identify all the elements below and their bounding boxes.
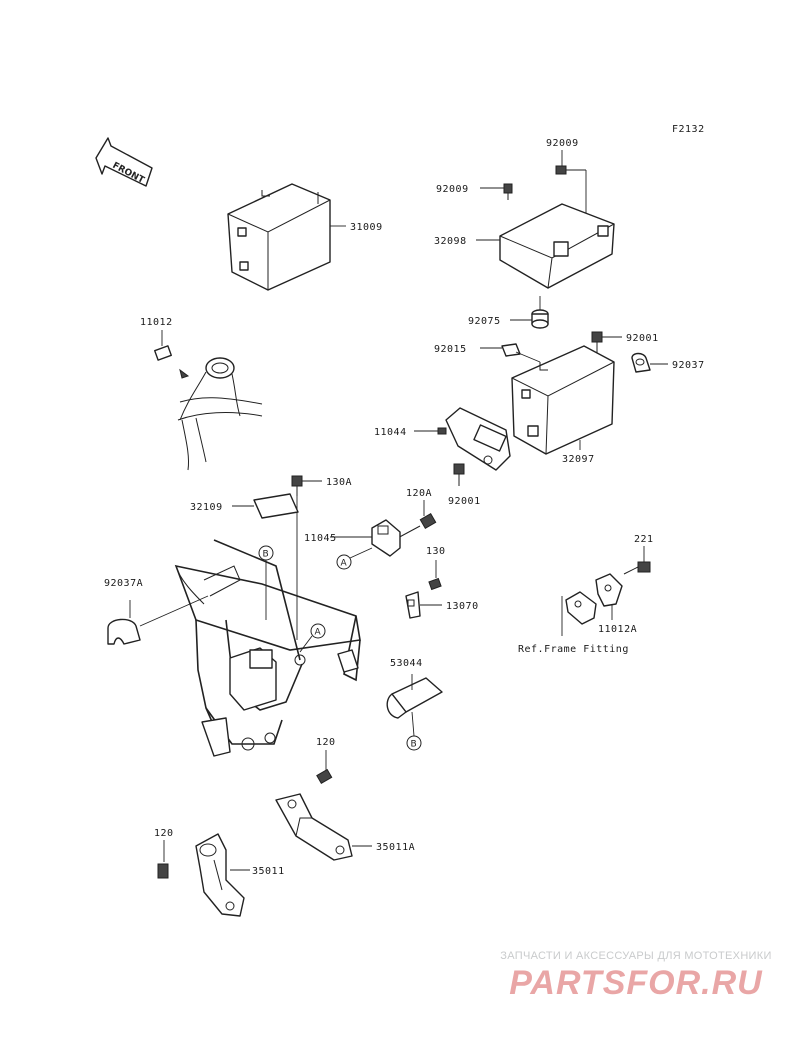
steering-head-icon [177,357,263,471]
label-221: 221 [634,534,654,545]
bolt-120-mid-icon [316,768,333,785]
svg-text:B: B [263,550,269,560]
label-53044: 53044 [390,658,423,669]
label-130a: 130A [326,477,352,488]
screw-221-icon [623,561,651,575]
label-32097: 32097 [562,454,595,465]
label-35011a: 35011A [376,842,415,853]
screw-92009-icon [555,165,587,218]
label-130: 130 [426,546,446,557]
label-92009-top: 92009 [546,138,579,149]
part-32098-icon [499,203,615,289]
tube-53044-icon [386,677,443,719]
label-92015: 92015 [434,344,467,355]
diagram-code: F2132 [672,124,705,135]
label-92001-top: 92001 [626,333,659,344]
svg-text:A: A [315,628,322,638]
bracket-13070-icon [405,591,421,619]
bracket-35011-icon [195,833,245,917]
label-92001-bottom: 92001 [448,496,481,507]
cap-32109-icon [253,493,299,519]
label-92037a: 92037A [104,578,143,589]
label-120-mid: 120 [316,737,336,748]
watermark-tagline: ЗАПЧАСТИ И АКСЕССУАРЫ ДЛЯ МОТОТЕХНИКИ [500,950,772,962]
bolt-92001b-icon [453,463,465,486]
label-92009-side: 92009 [436,184,469,195]
bolt-120-low-icon [157,863,169,879]
label-120-low: 120 [154,828,174,839]
ref-frame-fitting: Ref.Frame Fitting [518,644,629,655]
fitting-11012a-icon [565,573,623,625]
bracket-11044-icon [437,407,511,471]
svg-text:B: B [411,740,417,750]
callout-b-frame: B [258,545,274,561]
label-13070: 13070 [446,601,479,612]
bracket-35011a-icon [275,793,353,861]
label-11012: 11012 [140,317,173,328]
part-31009-icon [227,183,331,291]
screw-130-icon [428,577,442,591]
callout-a-frame: A [310,623,326,639]
label-32098: 32098 [434,236,467,247]
front-arrow-icon: FRONT [95,137,153,187]
bolt-11012-icon [154,345,172,361]
watermark-brand-logo: PARTSFOR.RU [509,964,763,1002]
svg-text:A: A [341,559,348,569]
bracket-11045-icon [371,519,401,557]
main-frame-icon [174,539,361,757]
callout-b-tube: B [406,735,422,751]
label-92037: 92037 [672,360,705,371]
label-32109: 32109 [190,502,223,513]
label-11044: 11044 [374,427,407,438]
label-31009: 31009 [350,222,383,233]
part-32097-icon [511,345,615,455]
label-92075: 92075 [468,316,501,327]
clip-92015-icon [501,343,541,363]
label-11045: 11045 [304,533,337,544]
label-35011: 35011 [252,866,285,877]
clamp-92037-icon [631,352,651,373]
label-120a: 120A [406,488,432,499]
callout-a-upper: A [336,554,352,570]
grommet-92075-icon [531,296,549,329]
clamp-92037a-icon [107,595,209,645]
label-11012a: 11012A [598,624,637,635]
screw-92009b-icon [503,183,513,200]
